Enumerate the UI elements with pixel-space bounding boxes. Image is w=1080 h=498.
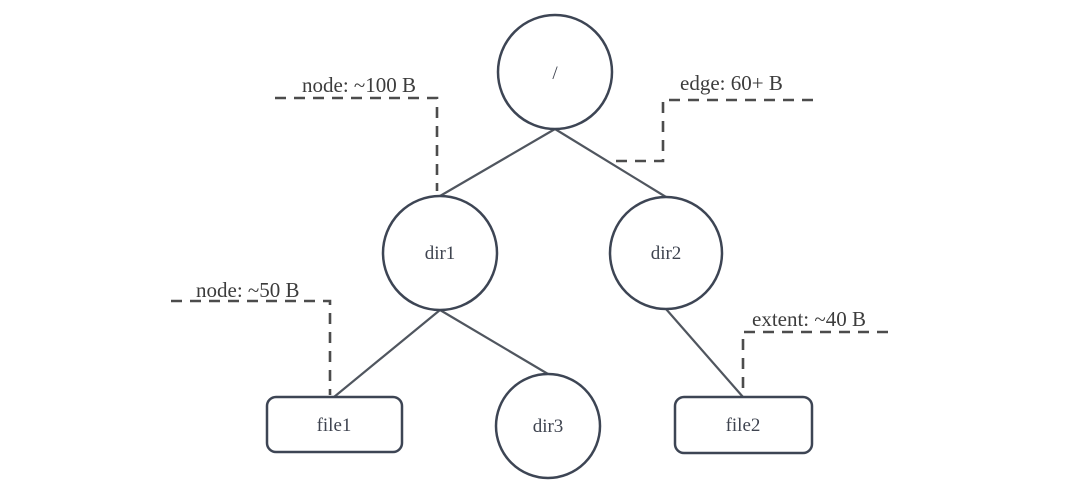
annotation-connectors bbox=[171, 96, 888, 396]
annotation-edge-size: edge: 60+ B bbox=[680, 71, 783, 95]
connector-node-size-large bbox=[275, 96, 439, 191]
edge-dir1-file1 bbox=[332, 308, 442, 399]
node-labels: / dir1 dir2 dir3 file1 file2 bbox=[317, 63, 761, 437]
node-root-shape bbox=[496, 13, 614, 131]
annotation-extent-size: extent: ~40 B bbox=[752, 307, 866, 331]
annotation-node-size-small: node: ~50 B bbox=[196, 278, 300, 302]
node-dir3-shape bbox=[494, 372, 602, 480]
file-nodes bbox=[265, 395, 814, 455]
node-dir1-label: dir1 bbox=[425, 243, 456, 264]
node-file1-label: file1 bbox=[317, 415, 352, 436]
node-dir2-shape bbox=[608, 195, 724, 311]
directory-nodes bbox=[381, 13, 724, 480]
node-file2-shape bbox=[673, 395, 814, 455]
tree-edges bbox=[332, 127, 745, 399]
connector-edge-size bbox=[612, 98, 813, 163]
annotation-node-size-large: node: ~100 B bbox=[302, 73, 416, 97]
connector-node-size-small bbox=[171, 299, 332, 395]
annotation-labels: node: ~100 B edge: 60+ B node: ~50 B ext… bbox=[196, 71, 866, 331]
node-file1-shape bbox=[265, 395, 404, 454]
node-dir1-shape bbox=[381, 194, 499, 312]
edge-dir2-file2 bbox=[664, 307, 745, 399]
connector-extent-size bbox=[741, 330, 888, 396]
edge-root-dir2 bbox=[553, 127, 668, 199]
node-root-label: / bbox=[552, 63, 558, 84]
node-dir3-label: dir3 bbox=[533, 416, 564, 437]
edge-root-dir1 bbox=[438, 127, 557, 198]
edge-dir1-dir3 bbox=[438, 308, 550, 376]
node-dir2-label: dir2 bbox=[651, 243, 682, 264]
node-file2-label: file2 bbox=[726, 415, 761, 436]
